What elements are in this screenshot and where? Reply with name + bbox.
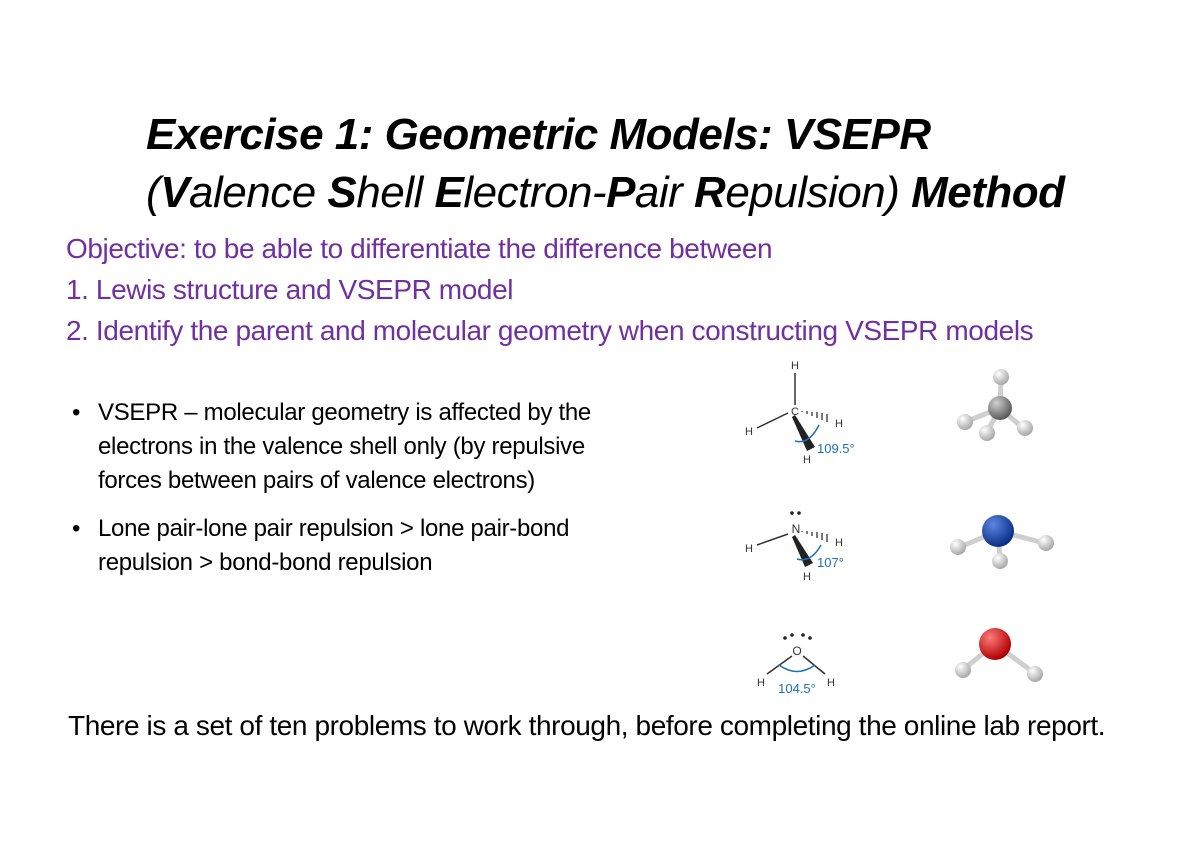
- title-line-2-part: air: [634, 168, 695, 217]
- title-line-2-part: R: [694, 168, 726, 217]
- bullet-item: • VSEPR – molecular geometry is affected…: [72, 396, 652, 498]
- methane-ball-stick-model: [957, 369, 1033, 441]
- title-line-2-part: E: [434, 168, 464, 217]
- hydrogen-label: H: [827, 677, 835, 689]
- hydrogen-label: H: [803, 454, 811, 466]
- hydrogen-label: H: [745, 543, 753, 555]
- title-line-2-part: alence: [189, 168, 328, 217]
- oxygen-label: O: [792, 644, 801, 658]
- footer-note: There is a set of ten problems to work t…: [68, 710, 1106, 741]
- hydrogen-label: H: [791, 360, 799, 372]
- bond-angle-label: 109.5°: [817, 441, 855, 456]
- hydrogen-label: H: [835, 418, 843, 430]
- title-line-2-part: hell: [356, 168, 435, 217]
- bullet-list: • VSEPR – molecular geometry is affected…: [72, 396, 652, 594]
- title-line-2-part: (: [146, 168, 161, 217]
- bullet-item: • Lone pair-lone pair repulsion > lone p…: [72, 512, 652, 580]
- bullet-text: Lone pair-lone pair repulsion > lone pai…: [98, 515, 570, 576]
- title-line-2-part: epulsion): [725, 168, 912, 217]
- title-line-2-part: V: [160, 168, 190, 217]
- title-line-1: Exercise 1: Geometric Models: VSEPR: [146, 110, 931, 159]
- water-ball-stick-model: [955, 628, 1043, 682]
- objective-item-2: 2. Identify the parent and molecular geo…: [66, 315, 1034, 346]
- methane-structure-diagram: H C H H H 109.5°: [745, 360, 855, 466]
- page-title: Exercise 1: Geometric Models: VSEPR (Val…: [146, 106, 1146, 222]
- nitrogen-label: N: [792, 522, 801, 536]
- carbon-label: C: [791, 406, 799, 418]
- bullet-symbol: •: [72, 399, 81, 426]
- ammonia-ball-stick-model: [950, 515, 1054, 569]
- title-line-2: (Valence Shell Electron-Pair Repulsion) …: [146, 164, 1146, 222]
- objective-intro: Objective: to be able to differentiate t…: [66, 233, 773, 264]
- bond-angle-label: 107°: [817, 555, 844, 570]
- bond-angle-label: 104.5°: [778, 681, 816, 696]
- hydrogen-label: H: [803, 571, 811, 583]
- title-line-2-part: lectron-: [463, 168, 607, 217]
- title-line-2-part: S: [327, 168, 357, 217]
- objective-item-1: 1. Lewis structure and VSEPR model: [66, 274, 514, 305]
- ammonia-structure-diagram: N H H H 107°: [745, 511, 844, 583]
- water-structure-diagram: O H H 104.5°: [757, 633, 835, 696]
- hydrogen-label: H: [835, 537, 843, 549]
- hydrogen-label: H: [757, 677, 765, 689]
- bullet-symbol: •: [72, 515, 81, 542]
- title-line-2-part: P: [606, 168, 635, 217]
- objective-block: Objective: to be able to differentiate t…: [66, 228, 1166, 351]
- bullet-text: VSEPR – molecular geometry is affected b…: [98, 399, 591, 494]
- title-line-2-part: Method: [911, 168, 1065, 217]
- hydrogen-label: H: [745, 426, 753, 438]
